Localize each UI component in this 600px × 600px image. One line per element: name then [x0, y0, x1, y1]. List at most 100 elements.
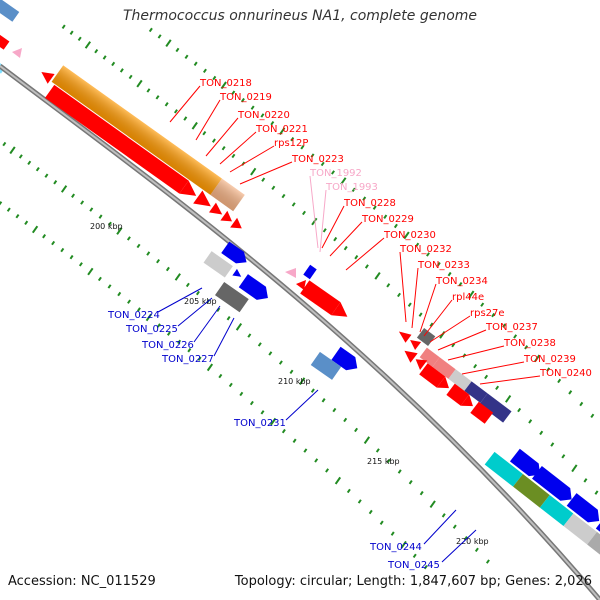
tick-mark: [77, 36, 82, 42]
gene-arrow[interactable]: [179, 180, 201, 203]
gene-label[interactable]: TON_0223: [291, 154, 344, 165]
gene-body[interactable]: [203, 251, 233, 278]
gene-arrow[interactable]: [331, 346, 361, 375]
gene-body[interactable]: [587, 531, 600, 563]
gene-body[interactable]: [563, 513, 597, 545]
feature-block[interactable]: [0, 0, 20, 22]
scale-label: 210 kbp: [278, 377, 311, 386]
gene-label[interactable]: rpl44e: [452, 292, 484, 303]
tick-mark: [102, 55, 107, 60]
gene-label[interactable]: TON_0219: [219, 92, 272, 103]
tick-mark: [80, 200, 85, 205]
gene-label[interactable]: TON_0244: [369, 542, 422, 553]
gene-label[interactable]: TON_0239: [523, 354, 576, 365]
gene-label[interactable]: TON_0230: [383, 230, 436, 241]
gene-body[interactable]: [300, 280, 341, 316]
gene-body[interactable]: [448, 369, 472, 391]
gene-label[interactable]: rps27e: [470, 308, 505, 319]
gene-body[interactable]: [432, 357, 456, 379]
tick-mark: [325, 468, 330, 473]
gene-label[interactable]: TON_0233: [417, 260, 470, 271]
gene-label[interactable]: TON_0234: [435, 276, 488, 287]
gene-body[interactable]: [484, 451, 523, 487]
gene-label[interactable]: TON_0245: [387, 560, 440, 571]
gene-label[interactable]: rps12P: [274, 138, 308, 149]
tick-mark: [193, 61, 198, 66]
tick-mark: [321, 398, 326, 403]
gene-body[interactable]: [513, 474, 550, 508]
gene-arrow[interactable]: [331, 302, 352, 323]
rna-feature[interactable]: [285, 268, 296, 278]
gene-arrow[interactable]: [232, 268, 243, 280]
gene-arrow[interactable]: [193, 190, 215, 213]
tick-mark: [195, 290, 200, 296]
gene-arrow[interactable]: [38, 67, 55, 84]
gene-label[interactable]: TON_0225: [125, 324, 178, 335]
gene-body[interactable]: [470, 401, 494, 424]
tick-mark: [164, 102, 169, 107]
rna-feature[interactable]: [12, 48, 22, 58]
gene-label[interactable]: TON_1993: [325, 182, 378, 193]
tick-mark: [250, 105, 255, 110]
gene-label[interactable]: TON_0229: [361, 214, 414, 225]
tick-mark: [452, 524, 457, 529]
gene-arrow[interactable]: [532, 466, 577, 506]
gene-arrow[interactable]: [208, 202, 226, 220]
gene-body[interactable]: [419, 347, 440, 367]
tick-mark: [98, 214, 103, 219]
gene-body[interactable]: [446, 383, 470, 406]
tick-mark: [292, 438, 297, 443]
gene-label[interactable]: TON_0226: [141, 340, 194, 351]
gene-arrow[interactable]: [407, 336, 422, 350]
gene-body[interactable]: [215, 281, 249, 313]
gene-label[interactable]: TON_0220: [237, 110, 290, 121]
scale-label: 200 kbp: [90, 222, 123, 231]
gene-arrow[interactable]: [220, 210, 235, 227]
gene-arrow[interactable]: [436, 376, 453, 393]
gene-arrow[interactable]: [230, 217, 245, 234]
gene-arrow[interactable]: [566, 493, 600, 527]
gene-label[interactable]: TON_0237: [485, 322, 538, 333]
gene-body[interactable]: [45, 84, 189, 194]
gene-arrow[interactable]: [401, 346, 418, 363]
tick-mark: [561, 454, 566, 459]
tick-mark: [590, 413, 595, 419]
gene-label[interactable]: TON_0227: [161, 354, 214, 365]
gene-body[interactable]: [310, 351, 342, 380]
tick-mark: [418, 312, 423, 317]
gene-body[interactable]: [303, 264, 317, 280]
tick-mark: [368, 509, 373, 515]
feature-block[interactable]: [0, 32, 10, 50]
gene-label[interactable]: TON_0218: [199, 78, 252, 89]
gene-label[interactable]: TON_0221: [255, 124, 308, 135]
gene-label[interactable]: TON_0224: [107, 310, 160, 321]
tick-mark: [156, 323, 161, 328]
gene-label[interactable]: TON_0232: [399, 244, 452, 255]
tick-mark: [97, 276, 102, 282]
tick-mark: [495, 385, 500, 391]
gene-label[interactable]: TON_0238: [503, 338, 556, 349]
tick-mark: [491, 312, 496, 318]
tick-mark: [441, 513, 446, 518]
gene-arrow[interactable]: [221, 241, 250, 268]
tick-mark: [393, 223, 398, 229]
gene-arrow[interactable]: [460, 394, 477, 412]
gene-arrow[interactable]: [238, 274, 273, 304]
gene-label[interactable]: TON_0228: [343, 198, 396, 209]
topology-text: Topology: circular; Length: 1,847,607 bp…: [234, 574, 592, 589]
gene-body[interactable]: [479, 393, 512, 423]
gene-label[interactable]: TON_0231: [233, 418, 286, 429]
tick-mark: [354, 427, 359, 433]
gene-arrow[interactable]: [396, 328, 412, 343]
tick-mark: [517, 407, 522, 413]
gene-arrow[interactable]: [509, 448, 545, 481]
gene-body[interactable]: [464, 381, 488, 403]
gene-label[interactable]: TON_1992: [309, 168, 362, 179]
gene-arrow[interactable]: [412, 354, 428, 371]
gene-arrow[interactable]: [296, 280, 306, 290]
tick-mark: [0, 201, 3, 206]
gene-label[interactable]: TON_0240: [539, 368, 592, 379]
gene-body[interactable]: [419, 363, 446, 388]
gene-body[interactable]: [539, 494, 574, 527]
